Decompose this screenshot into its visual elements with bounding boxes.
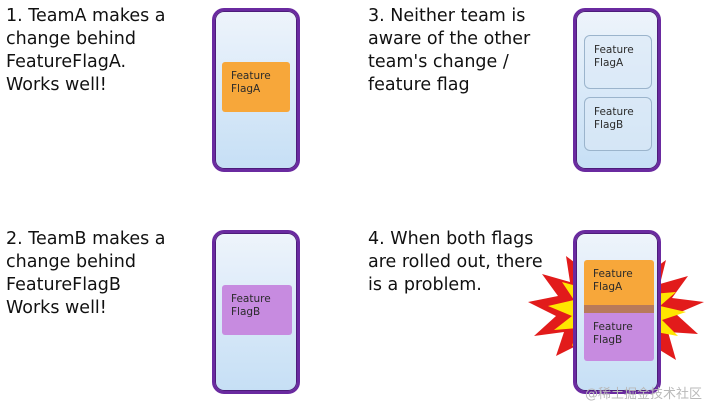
panel-4-flag-a: Feature FlagA: [584, 260, 654, 312]
flag-label-line: Feature: [594, 44, 634, 56]
flag-label-line: FlagA: [593, 281, 623, 293]
flag-label-line: FlagB: [231, 306, 261, 318]
panel-1-extra: Works well!: [6, 75, 107, 95]
panel-4-text: 4. When both flags are rolled out, there…: [368, 228, 543, 297]
panel-1-line-2: change behind: [6, 29, 136, 49]
panel-3-line-2: aware of the other: [368, 29, 531, 49]
panel-3-line-1: 3. Neither team is: [368, 6, 526, 26]
panel-4-phone: Feature FlagA Feature FlagB: [573, 230, 661, 394]
panel-2-line-3: FeatureFlagB: [6, 275, 121, 295]
panel-4-line-1: 4. When both flags: [368, 229, 534, 249]
panel-2-flag-b: Feature FlagB: [222, 285, 292, 335]
panel-3-flag-b: Feature FlagB: [584, 97, 652, 151]
flag-label-line: Feature: [593, 321, 633, 333]
panel-1-line-3: FeatureFlagA.: [6, 52, 127, 72]
flag-label-line: Feature: [594, 106, 634, 118]
flag-label-line: FlagB: [593, 334, 623, 346]
panel-4-flag-b: Feature FlagB: [584, 313, 654, 361]
panel-1-phone: Feature FlagA: [212, 8, 300, 172]
panel-3-line-3: team's change /: [368, 52, 509, 72]
panel-2-phone: Feature FlagB: [212, 230, 300, 394]
flag-overlap-strip: [584, 305, 654, 313]
flag-label-line: Feature: [231, 293, 271, 305]
flag-label-line: FlagA: [594, 57, 624, 69]
panel-2-line-2: change behind: [6, 252, 136, 272]
flag-label-line: Feature: [593, 268, 633, 280]
panel-3-text: 3. Neither team is aware of the other te…: [368, 5, 530, 97]
watermark: @稀土掘金技术社区: [584, 387, 702, 402]
panel-3-line-4: feature flag: [368, 75, 470, 95]
flag-label-line: FlagB: [594, 119, 624, 131]
panel-1-line-1: 1. TeamA makes a: [6, 6, 166, 26]
panel-1-text: 1. TeamA makes a change behind FeatureFl…: [6, 5, 166, 97]
panel-3-flag-a: Feature FlagA: [584, 35, 652, 89]
panel-2-text: 2. TeamB makes a change behind FeatureFl…: [6, 228, 166, 320]
flag-label-line: FlagA: [231, 83, 261, 95]
panel-4-line-3: is a problem.: [368, 275, 482, 295]
panel-2-line-1: 2. TeamB makes a: [6, 229, 166, 249]
panel-4-line-2: are rolled out, there: [368, 252, 543, 272]
panel-3-phone: Feature FlagA Feature FlagB: [573, 8, 661, 172]
panel-1-flag-a: Feature FlagA: [222, 62, 290, 112]
flag-label-line: Feature: [231, 70, 271, 82]
panel-2-extra: Works well!: [6, 298, 107, 318]
